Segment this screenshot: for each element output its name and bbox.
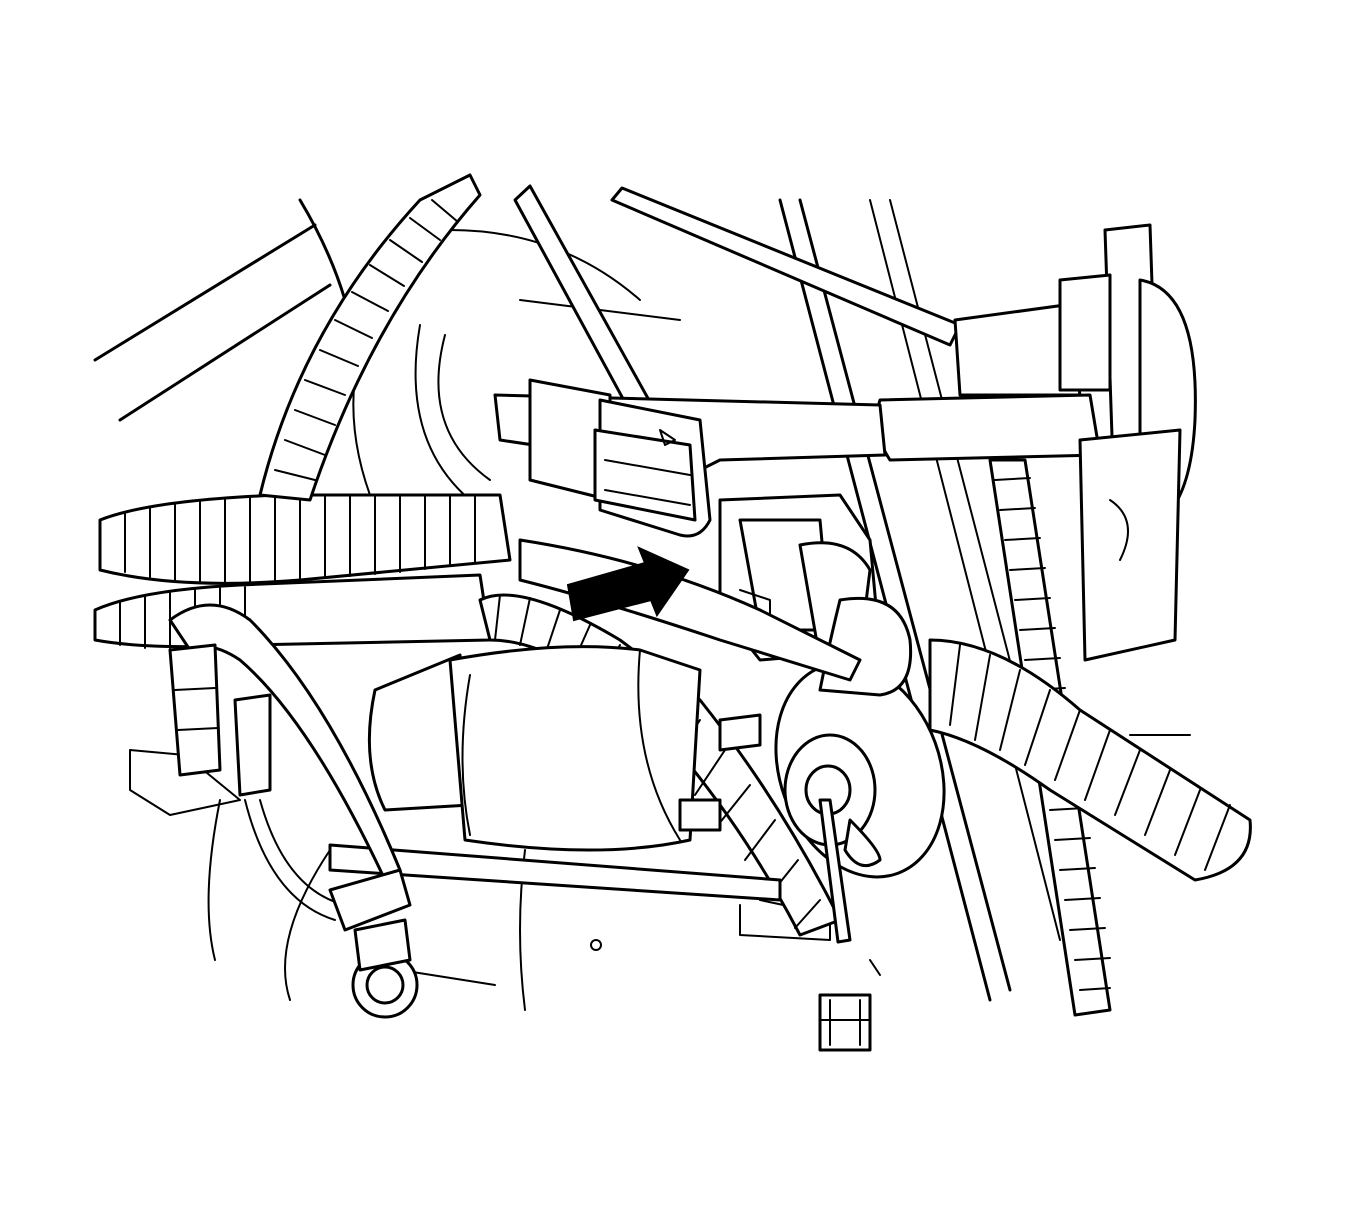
ground-bolt bbox=[351, 918, 419, 1019]
pointer-arrow bbox=[566, 546, 690, 622]
connector-upper bbox=[528, 378, 712, 538]
upper-right-bracket bbox=[953, 223, 1197, 662]
connector-lower bbox=[518, 493, 913, 697]
ground-cable bbox=[168, 603, 412, 932]
left-harness bbox=[93, 173, 512, 649]
starter-motor bbox=[328, 645, 782, 902]
corrugated-conduit bbox=[928, 458, 1252, 1017]
